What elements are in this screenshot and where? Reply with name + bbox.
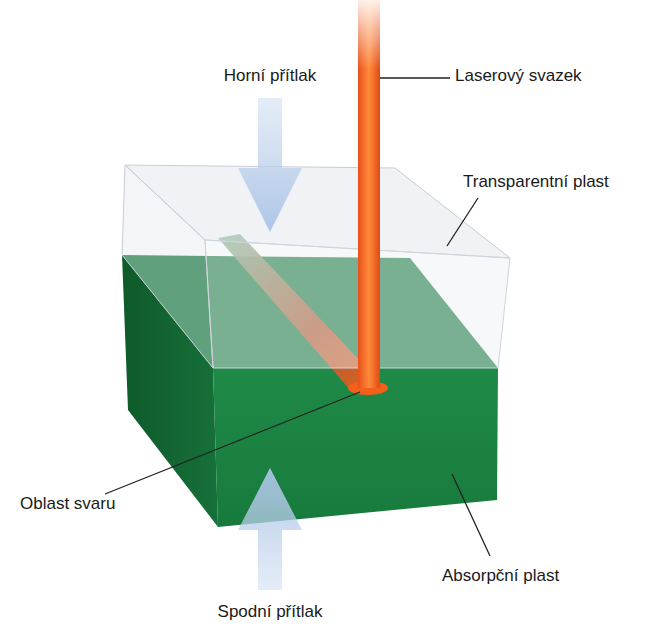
laser-beam-fade xyxy=(358,0,380,70)
part-label: Oblast svaru xyxy=(20,494,115,514)
leader-line xyxy=(380,77,450,78)
transparent-front xyxy=(205,240,510,368)
leader-line xyxy=(105,392,360,494)
pressure-arrow xyxy=(238,98,302,232)
laser-beam xyxy=(358,0,380,388)
part-label: Absorpční plast xyxy=(442,566,559,586)
leader-line xyxy=(452,474,490,556)
part-label: Horní přítlak xyxy=(224,66,317,86)
pressure-arrow xyxy=(238,468,302,590)
part-label: Transparentní plast xyxy=(463,172,609,192)
part-label: Spodní přítlak xyxy=(218,602,323,622)
leader-line xyxy=(447,198,478,246)
transparent-side xyxy=(122,165,213,368)
part-label: Laserový svazek xyxy=(455,66,582,86)
